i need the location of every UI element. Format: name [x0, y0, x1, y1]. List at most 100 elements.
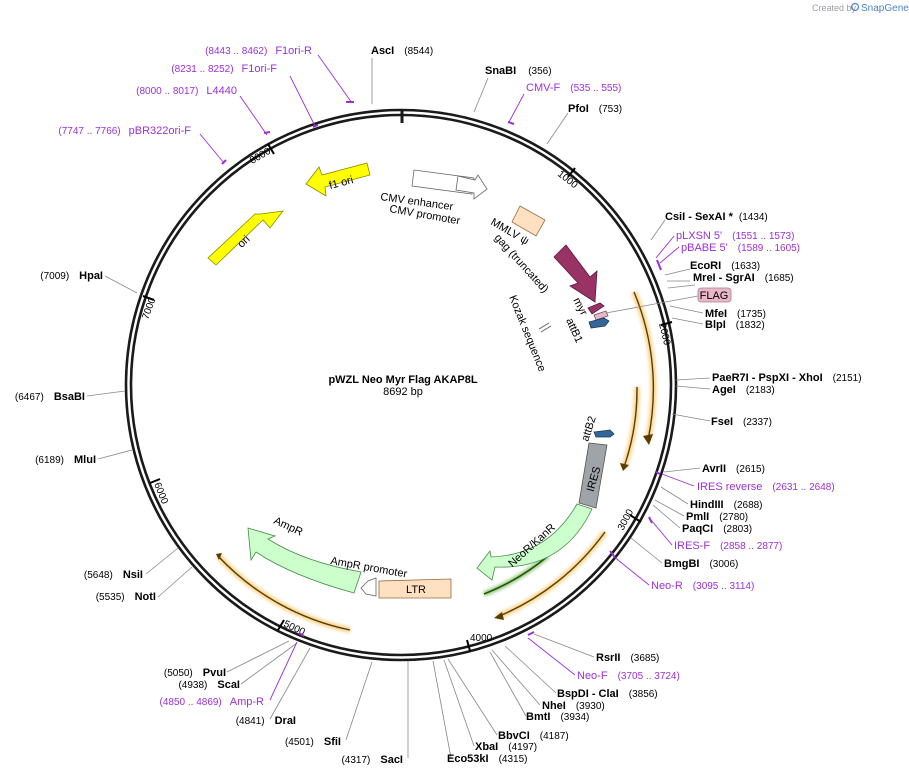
- flag-badge: [697, 287, 732, 303]
- site-bmti-name: BmtI: [526, 711, 550, 723]
- site-nsii-pos: (5648): [84, 570, 113, 581]
- site-nsii-name: NsiI: [123, 569, 143, 581]
- site-pvui-name: PvuI: [203, 667, 226, 679]
- site-csii-name: CsiI - SexAI *: [665, 211, 734, 223]
- leader-nhei: [491, 649, 541, 706]
- leader-bmgbi: [630, 537, 663, 564]
- flag-label: FLAG: [700, 290, 729, 302]
- cmv-enhancer-feature: [411, 169, 488, 200]
- leader-eco53ki: [432, 660, 452, 759]
- site-mfei-pos: (1735): [737, 309, 766, 320]
- ruler-tick-7000: [142, 295, 155, 301]
- site-mlui-pos: (6189): [35, 455, 64, 466]
- ruler-tick-1000: [567, 167, 576, 178]
- site-fsei-pos: (2337): [743, 417, 772, 428]
- site-pvui-pos: (5050): [164, 668, 193, 679]
- leader-ires-f: [650, 519, 673, 546]
- primer-l4440-name: L4440: [206, 85, 237, 97]
- orf-upper: [620, 386, 641, 471]
- site-bmgbi-pos: (3006): [709, 559, 738, 570]
- site-paer7i-pos: (2151): [833, 373, 862, 384]
- site-scai-pos: (4938): [178, 680, 207, 691]
- leader-nsii: [145, 547, 179, 575]
- leader-bmti: [489, 651, 527, 717]
- primer-neo-f-name: Neo-F: [577, 670, 608, 682]
- site-blpi-pos: (1832): [736, 320, 765, 331]
- site-mrei-pos: (1685): [765, 273, 794, 284]
- orf-lower: [494, 530, 608, 620]
- leader-pbr322ori-f: [199, 133, 225, 164]
- site-snabi-pos: (356): [528, 66, 551, 77]
- site-eco53ki-pos: (4315): [499, 754, 528, 765]
- primer-neo-r-range: (3095 .. 3114): [693, 581, 755, 592]
- site-bmti-pos: (3934): [560, 712, 589, 723]
- svg-text:SnaBI(356): SnaBI (356): [485, 65, 552, 77]
- svg-text:(4841)DraI: (4841) DraI: [236, 715, 296, 727]
- svg-text:(6189)MluI: (6189)MluI: [35, 454, 96, 466]
- leader-mfei: [669, 305, 704, 314]
- site-nhei-name: NheI: [542, 700, 566, 712]
- site-blpi-name: BlpI: [705, 319, 726, 331]
- credit-prefix: Created by: [812, 3, 857, 13]
- primer-ires-reverse-name: IRES reverse: [697, 481, 762, 493]
- orf-ampr: [215, 553, 351, 633]
- site-hindiii-pos: (2688): [734, 500, 763, 511]
- ruler-label-3000: 3000: [616, 507, 636, 532]
- leader-pvui: [226, 640, 290, 673]
- kozak-label: Kozak sequence: [506, 294, 548, 374]
- site-bsabi-pos: (6467): [15, 392, 44, 403]
- site-xbai-pos: (4197): [508, 742, 537, 753]
- svg-text:CMV-F(535 .. 555): CMV-F(535 .. 555): [526, 82, 621, 94]
- backbone: [124, 108, 678, 662]
- primer-neo-r-name: Neo-R: [651, 580, 683, 592]
- primer-ires-f-name: IRES-F: [674, 540, 710, 552]
- site-eco53ki-name: Eco53kI: [447, 753, 489, 765]
- myr-feature: [587, 302, 605, 315]
- ruler-tick-8000: [267, 143, 275, 155]
- svg-text:(8231 .. 8252)F1ori-F: (8231 .. 8252)F1ori-F: [171, 63, 277, 75]
- site-agei-pos: (2183): [746, 385, 775, 396]
- svg-text:HindIII(2688): HindIII(2688): [690, 499, 763, 511]
- leader-fsei: [671, 413, 711, 422]
- primer-labels: (8443 .. 8462)F1ori-R (8231 .. 8252)F1or…: [58, 45, 834, 708]
- svg-text:(6467)BsaBI: (6467)BsaBI: [15, 391, 85, 403]
- leader-xbai: [443, 659, 475, 747]
- svg-text:NheI(3930): NheI(3930): [542, 700, 605, 712]
- site-drai-pos: (4841): [236, 716, 265, 727]
- svg-text:CsiI - SexAI *(1434): CsiI - SexAI *(1434): [665, 211, 768, 223]
- leader-cmv-f: [508, 93, 525, 123]
- leader-bsabi: [86, 390, 126, 397]
- site-snabi-name: SnaBI: [485, 65, 516, 77]
- mark-f1ori-f: [312, 124, 319, 128]
- site-hpai-name: HpaI: [79, 270, 103, 282]
- leader-hpai: [104, 275, 138, 294]
- leader-ecori: [664, 268, 691, 276]
- site-drai-name: DraI: [275, 715, 296, 727]
- attb2-label: attB2: [579, 415, 598, 443]
- primer-cmv-f-range: (535 .. 555): [570, 83, 621, 94]
- svg-text:(4938)ScaI: (4938)ScaI: [178, 679, 240, 691]
- site-noti-pos: (5535): [96, 592, 125, 603]
- svg-text:(4317)SacI: (4317)SacI: [341, 754, 403, 766]
- site-rsrii-pos: (3685): [630, 653, 659, 664]
- kozak-feature: [538, 322, 552, 333]
- site-labels: AscI(8544) SnaBI (356) PfoI (753) CsiI - S…: [15, 45, 862, 766]
- site-pfoi-pos: (753): [599, 104, 622, 115]
- gag-truncated-feature: [553, 244, 598, 303]
- site-fsei-name: FseI: [711, 416, 733, 428]
- svg-text:MreI - SgrAI(1685): MreI - SgrAI(1685): [693, 272, 794, 284]
- mark-pbr322ori-f: [221, 159, 227, 165]
- primer-f1ori-f-range: (8231 .. 8252): [171, 64, 233, 75]
- site-pfoi-name: PfoI: [568, 103, 589, 115]
- svg-text:IRES-F(2858 .. 2877): IRES-F(2858 .. 2877): [674, 540, 782, 552]
- svg-text:PaeR7I - PspXI - XhoI(2151): PaeR7I - PspXI - XhoI(2151): [712, 372, 862, 384]
- svg-text:(4850 .. 4869)Amp-R: (4850 .. 4869)Amp-R: [160, 696, 265, 708]
- ires-feature: IRES: [578, 442, 608, 509]
- svg-text:AscI(8544): AscI(8544): [371, 45, 433, 57]
- ampr-promoter-feature: [360, 577, 377, 597]
- leader-paer7i: [675, 377, 711, 381]
- leader-amp-r: [269, 641, 298, 701]
- attb2-feature: [593, 429, 615, 438]
- ruler-label-4000: 4000: [470, 633, 493, 644]
- site-xbai-name: XbaI: [475, 741, 498, 753]
